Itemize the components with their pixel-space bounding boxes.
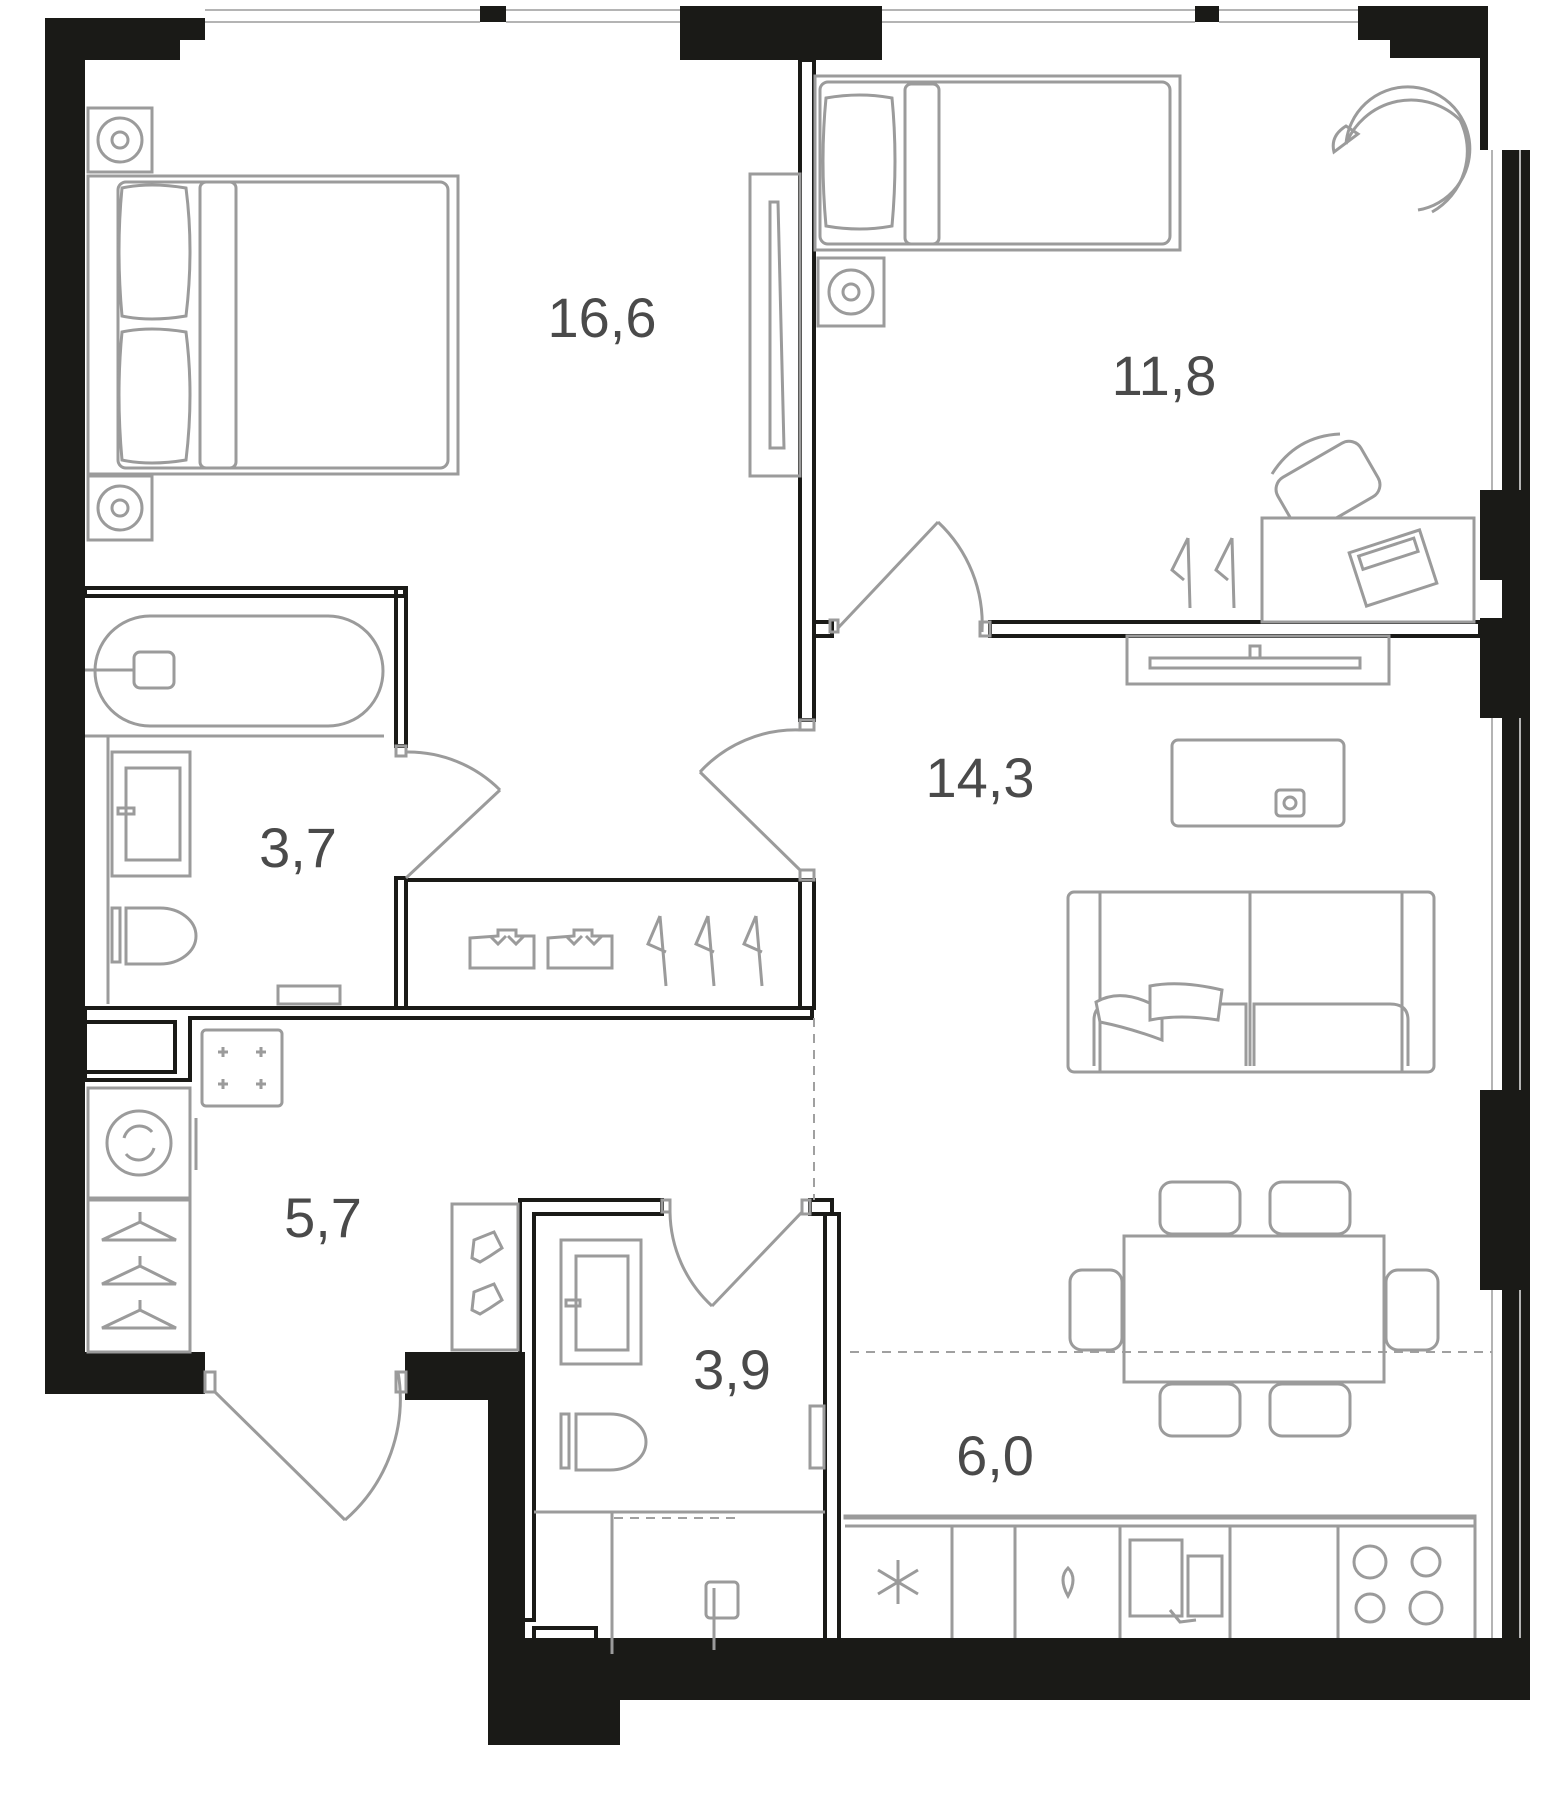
- hob-hallway: [200, 1028, 284, 1108]
- windows: [205, 9, 1521, 1638]
- bathtub: [85, 614, 385, 728]
- area-label-bathroom: 3,7: [259, 816, 337, 879]
- laundry-niche: [534, 1510, 825, 1654]
- area-label-toilet-laundry: 3,9: [693, 1338, 771, 1401]
- area-label-bedroom-small: 11,8: [1111, 344, 1217, 407]
- armchair: [1331, 85, 1472, 214]
- nightstand-bottom: [86, 474, 154, 542]
- zone-lines: [813, 1018, 1492, 1353]
- area-label-hallway: 5,7: [284, 1186, 362, 1249]
- sofa: [1066, 890, 1436, 1074]
- area-label-bedroom-large: 16,6: [547, 286, 657, 349]
- desk: [1260, 516, 1476, 624]
- area-label-kitchen: 6,0: [956, 1424, 1034, 1487]
- wardrobe-hallway: [86, 1198, 192, 1354]
- wc-sink: [559, 1238, 643, 1366]
- desk-chair: [1270, 432, 1382, 535]
- wc-vent: [808, 1404, 826, 1470]
- closet: [468, 915, 764, 987]
- double-bed: [86, 174, 460, 476]
- shoe-rack: [450, 1202, 520, 1352]
- washing-machine: [86, 1086, 198, 1200]
- hangers-bedroom2: [1170, 537, 1236, 609]
- doors: [203, 520, 992, 1522]
- tv-stand-living: [1125, 634, 1391, 686]
- kitchen-counter: [843, 1514, 1477, 1638]
- tv-stand-bedroom: [748, 172, 802, 478]
- bathroom-toilet: [110, 906, 342, 1006]
- nightstand-top: [86, 106, 154, 174]
- dining-table: [1068, 1180, 1440, 1438]
- bathroom-sink: [110, 750, 192, 878]
- wc-toilet: [559, 1412, 648, 1472]
- coffee-table: [1170, 738, 1346, 828]
- area-label-living-room: 14,3: [925, 746, 1035, 809]
- nightstand-small: [816, 256, 886, 328]
- single-bed: [813, 74, 1182, 252]
